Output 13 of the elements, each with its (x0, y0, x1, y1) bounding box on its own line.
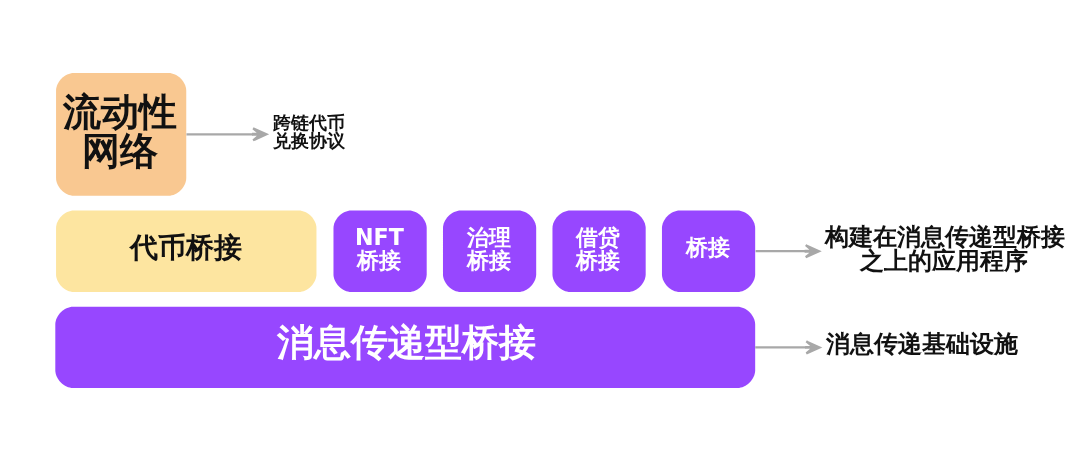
node-text: 跨链代币兑换协议 (272, 112, 345, 151)
arrow (186, 126, 268, 141)
node-box: 代币桥接 (56, 210, 317, 292)
node-text: 构建在消息传递型桥接之上的应用程序 (825, 222, 1066, 275)
node-box: 消息传递型桥接 (55, 306, 756, 388)
arrow (755, 243, 821, 258)
arrow (755, 339, 821, 354)
node-box: 流动性网络 (56, 72, 187, 196)
node-text: 消息传递基础设施 (826, 329, 1019, 358)
node-box: NFT桥接 (333, 210, 427, 292)
node-box: 治理桥接 (442, 210, 537, 292)
node-box: 桥接 (661, 210, 756, 292)
node-box: 借贷桥接 (552, 210, 646, 292)
